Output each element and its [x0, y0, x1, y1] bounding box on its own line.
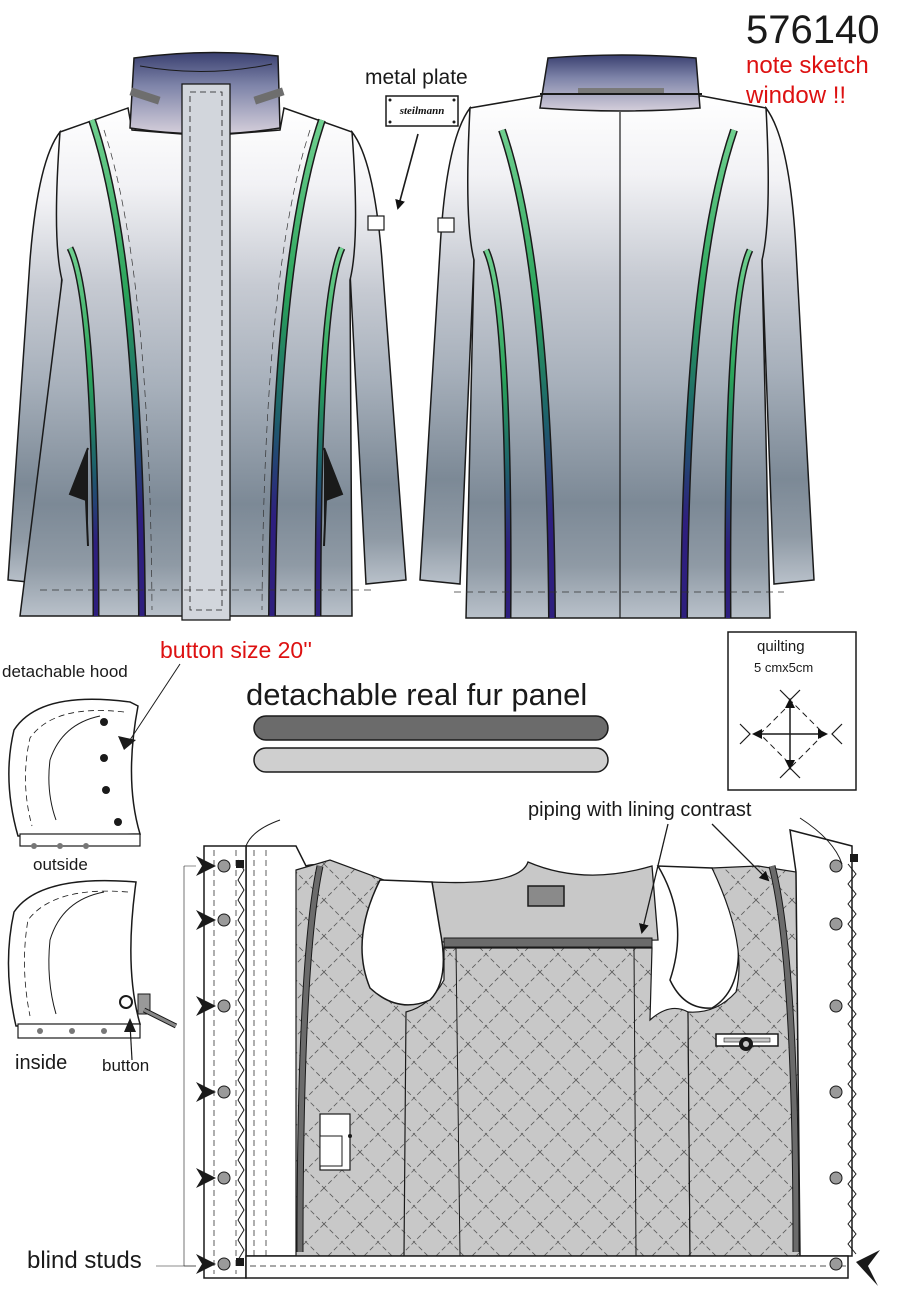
- front-view-jacket: [7, 51, 407, 621]
- metal-plate-pointer-arrow-icon: [395, 133, 419, 210]
- hood-outside-label: outside: [33, 855, 88, 874]
- inside-label-icon: [527, 885, 565, 907]
- back-collar: [539, 54, 701, 112]
- blind-studs-right: [829, 854, 880, 1286]
- article-number: 576140: [746, 8, 880, 52]
- button-size-label: button size 20'': [160, 637, 312, 663]
- piping-pointer-yoke: [639, 823, 669, 934]
- inside-right-front: [789, 828, 853, 1257]
- back-piping-right-inner: [725, 249, 752, 619]
- back-hanger-strip: [578, 88, 664, 94]
- inside-zip-pocket-icon: [715, 1033, 779, 1051]
- back-body: [465, 95, 771, 619]
- quilting-detail-box: [727, 631, 857, 791]
- front-sleeve-plate-icon: [367, 215, 385, 231]
- front-right-sleeve: [349, 129, 407, 585]
- button-size-pointer: [125, 663, 181, 747]
- back-piping-right-outer: [681, 129, 737, 619]
- inside-phone-pocket-icon: [319, 1113, 352, 1171]
- blind-studs-label: blind studs: [27, 1247, 142, 1274]
- quilting-size-label: 5 cmx5cm: [754, 660, 814, 675]
- quilting-label: quilting: [757, 638, 805, 655]
- hood-stud-icon: [100, 718, 108, 726]
- front-placket: [181, 83, 231, 621]
- jacket-inside-view: [203, 817, 857, 1279]
- sketch-note-line-2: window !!: [746, 82, 847, 109]
- back-sleeve-plate-icon: [437, 217, 455, 233]
- hood-inside-sketch: [7, 879, 178, 1061]
- back-piping-left-inner: [484, 249, 511, 619]
- blind-studs-left: [156, 856, 244, 1274]
- fur-panel-title: detachable real fur panel: [246, 677, 588, 712]
- metal-plate-icon: [385, 95, 459, 127]
- piping-label: piping with lining contrast: [528, 799, 752, 821]
- metal-plate-label: metal plate: [365, 66, 468, 89]
- back-right-sleeve: [761, 105, 815, 585]
- lining-contrast-piping: [443, 937, 653, 948]
- inside-right-lining: [687, 865, 801, 1257]
- back-piping-left-outer: [499, 129, 555, 619]
- button-label: button: [102, 1056, 150, 1075]
- plate-logo-text: steilmann: [399, 105, 445, 117]
- hood-inside-label: inside: [15, 1052, 68, 1074]
- fur-panel-dark: [253, 715, 609, 741]
- back-left-sleeve: [419, 105, 475, 585]
- inside-hem-band: [245, 1255, 849, 1279]
- piping-pointer-front: [711, 823, 770, 882]
- front-pocket-left-icon: [68, 447, 89, 547]
- left-armhole: [361, 879, 445, 1006]
- detachable-hood-label: detachable hood: [2, 662, 128, 681]
- toggle-button-icon: [119, 993, 178, 1029]
- sketch-note-line-1: note sketch: [746, 52, 869, 79]
- front-collar-tab-right: [253, 87, 285, 105]
- front-collar-tab-left: [129, 87, 161, 105]
- stud-icon: [217, 859, 231, 873]
- back-view-jacket: [419, 54, 815, 619]
- front-pocket-right-icon: [323, 447, 344, 547]
- fur-panel-light: [253, 747, 609, 773]
- hood-outside-sketch: [8, 663, 181, 849]
- inside-back-lining: [403, 947, 691, 1257]
